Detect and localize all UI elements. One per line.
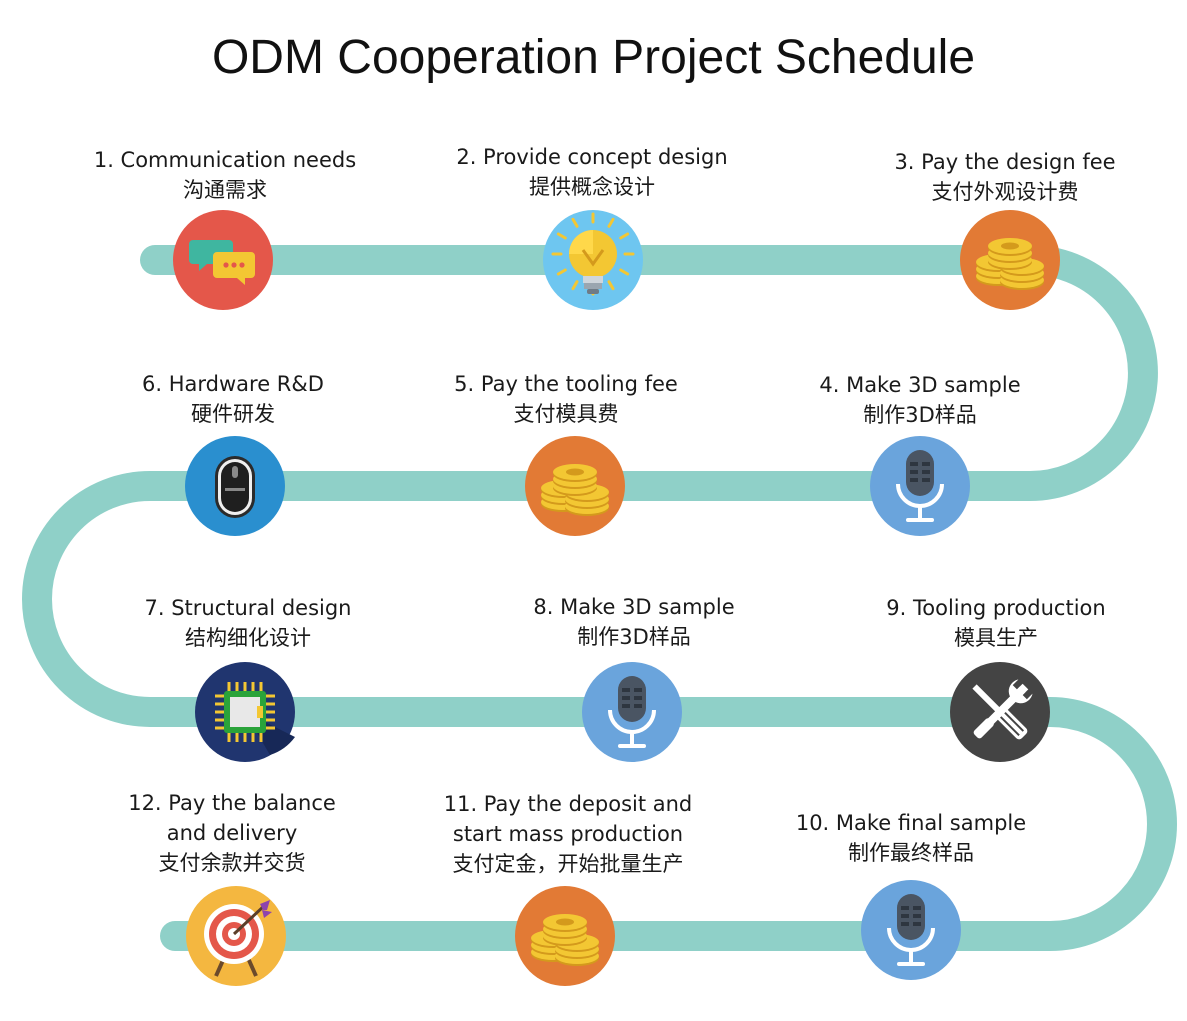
step-label-line: 模具生产 bbox=[954, 626, 1038, 650]
wrench-screwdriver-icon bbox=[950, 662, 1050, 762]
step-label-line: 沟通需求 bbox=[183, 178, 267, 202]
step-label-line: 10. Make final sample bbox=[795, 811, 1027, 835]
step-label-line: 硬件研发 bbox=[191, 402, 275, 426]
step-label-7: 7. Structural design 结构细化设计 bbox=[78, 593, 418, 653]
step-label-line: and delivery bbox=[166, 821, 298, 845]
step-label-11: 11. Pay the deposit and start mass produc… bbox=[398, 789, 738, 879]
microphone-icon bbox=[582, 662, 682, 762]
step-label-line: 结构细化设计 bbox=[185, 626, 311, 650]
step-label-line: 11. Pay the deposit and bbox=[443, 792, 693, 816]
step-label-line: 制作3D样品 bbox=[577, 625, 691, 649]
step-label-line: 7. Structural design bbox=[144, 596, 352, 620]
step-label-line: 制作3D样品 bbox=[863, 403, 977, 427]
page-title: ODM Cooperation Project Schedule bbox=[211, 31, 976, 84]
target-icon bbox=[186, 886, 286, 986]
step-label-line: 5. Pay the tooling fee bbox=[454, 372, 678, 396]
coins-icon bbox=[960, 210, 1060, 310]
microphone-icon bbox=[861, 880, 961, 980]
coins-icon bbox=[515, 886, 615, 986]
step-label-line: 支付余款并交货 bbox=[158, 851, 306, 875]
step-label-2: 2. Provide concept design 提供概念设计 bbox=[422, 142, 762, 202]
step-label-6: 6. Hardware R&D 硬件研发 bbox=[63, 369, 403, 429]
step-label-line: 提供概念设计 bbox=[529, 175, 655, 199]
microphone-icon bbox=[870, 436, 970, 536]
step-label-line: 3. Pay the design fee bbox=[894, 150, 1116, 174]
step-label-line: 9. Tooling production bbox=[886, 596, 1106, 620]
coins-icon bbox=[525, 436, 625, 536]
step-label-line: 制作最终样品 bbox=[848, 841, 974, 865]
step-label-line: 支付定金，开始批量生产 bbox=[452, 852, 684, 876]
step-label-line: 支付模具费 bbox=[513, 402, 619, 426]
step-label-line: 12. Pay the balance bbox=[128, 791, 336, 815]
step-label-line: 支付外观设计费 bbox=[931, 180, 1079, 204]
step-label-line: 2. Provide concept design bbox=[456, 145, 728, 169]
step-label-3: 3. Pay the design fee 支付外观设计费 bbox=[835, 147, 1175, 207]
step-label-line: 4. Make 3D sample bbox=[819, 373, 1021, 397]
step-label-10: 10. Make final sample 制作最终样品 bbox=[741, 808, 1081, 868]
chip-icon bbox=[195, 662, 295, 762]
step-label-1: 1. Communication needs 沟通需求 bbox=[55, 145, 395, 205]
step-label-4: 4. Make 3D sample 制作3D样品 bbox=[750, 370, 1090, 430]
lightbulb-icon bbox=[543, 210, 643, 310]
step-label-line: start mass production bbox=[452, 822, 684, 846]
step-label-9: 9. Tooling production 模具生产 bbox=[826, 593, 1166, 653]
step-label-12: 12. Pay the balance and delivery 支付余款并交货 bbox=[62, 788, 402, 878]
step-label-5: 5. Pay the tooling fee 支付模具费 bbox=[396, 369, 736, 429]
step-label-line: 1. Communication needs bbox=[93, 148, 357, 172]
chat-bubbles-icon bbox=[173, 210, 273, 310]
step-label-line: 8. Make 3D sample bbox=[533, 595, 735, 619]
step-label-line: 6. Hardware R&D bbox=[142, 372, 324, 396]
step-label-8: 8. Make 3D sample 制作3D样品 bbox=[464, 592, 804, 652]
mouse-icon bbox=[185, 436, 285, 536]
